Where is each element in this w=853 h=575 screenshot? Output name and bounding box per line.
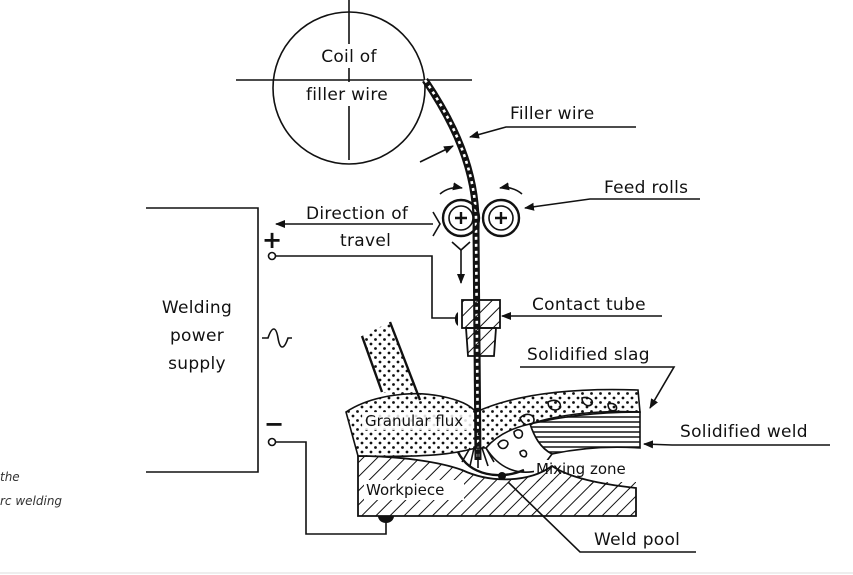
negative-terminal [267,437,277,447]
contact-tube-label-group: Contact tube [501,295,662,320]
workpiece-label: Workpiece [366,481,444,499]
negative-terminal-sign: − [264,410,284,438]
solidified-slag-label-group: Solidified slag [520,345,676,409]
feed-rolls-label: Feed rolls [604,178,688,198]
direction-of-travel: Direction of travel [275,204,433,251]
power-supply-label-line3: supply [168,354,226,374]
feed-rolls-label-group: Feed rolls [524,178,700,211]
granular-flux: Granular flux [345,392,477,458]
flux-hopper [360,321,422,401]
power-supply-label-line1: Welding [162,298,232,318]
welding-power-supply: Welding power supply + − [146,207,292,473]
direction-label-line2: travel [340,231,391,251]
positive-terminal [267,251,277,261]
ac-symbol-icon [262,328,292,348]
solidified-weld-label-group: Solidified weld [643,422,830,449]
granular-flux-label: Granular flux [365,412,463,430]
contact-tube [454,299,501,357]
solidified-slag-label: Solidified slag [527,345,650,365]
filler-wire-label-group: Filler wire [419,104,636,163]
weld-pool-label: Weld pool [594,530,680,550]
figure-caption-fragment: the rc welding [0,470,62,508]
filler-wire-label: Filler wire [510,104,595,124]
contact-tube-label: Contact tube [532,295,646,315]
caption-line1: the [0,470,20,484]
feed-rolls [432,182,523,284]
weld-pool-label-group: Weld pool [507,481,696,553]
coil-label-line2: filler wire [306,85,388,105]
workpiece: Workpiece [357,455,637,517]
filler-wire-coil: Coil of filler wire [236,0,472,165]
direction-label-line1: Direction of [306,204,409,224]
coil-label-line1: Coil of [321,47,377,67]
cables [276,255,458,535]
positive-terminal-sign: + [262,226,282,254]
arc-and-weld-pool [456,447,525,480]
filler-wire [422,78,482,461]
caption-line2: rc welding [0,494,62,508]
power-supply-label-line2: power [170,326,224,346]
solidified-weld-label: Solidified weld [680,422,808,442]
